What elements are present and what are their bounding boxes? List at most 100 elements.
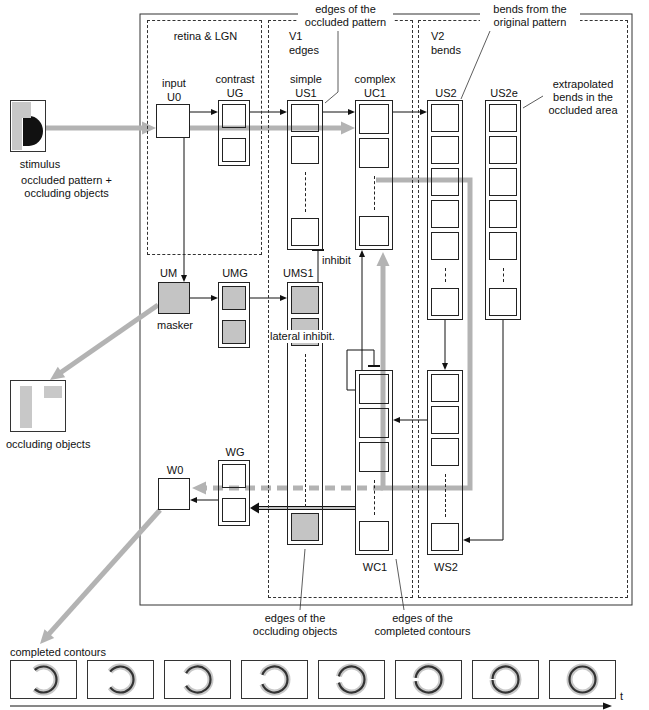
arrow-head <box>142 122 156 135</box>
connector-line <box>362 255 363 370</box>
arrow-head <box>348 109 355 115</box>
unit-cell <box>359 216 389 246</box>
arrow-head <box>420 109 427 115</box>
region-title: V1 <box>289 30 329 43</box>
connector <box>190 295 218 301</box>
region-subtitle: edges <box>289 44 349 57</box>
connector <box>393 417 427 423</box>
callout-text: extrapolated bends in the occluded area <box>545 78 621 117</box>
signal-head <box>341 122 355 135</box>
arrow-head <box>359 250 365 257</box>
layer-column: contrastUG <box>218 100 250 166</box>
leader-line <box>461 31 490 99</box>
unit-cell <box>291 286 319 314</box>
unit-cell <box>222 104 246 128</box>
connector <box>442 320 448 370</box>
unit-cell <box>359 104 389 134</box>
contour-line <box>110 667 133 693</box>
connector <box>40 510 160 644</box>
connector <box>46 122 156 135</box>
signal-head <box>377 252 390 266</box>
connector-line <box>190 112 213 113</box>
signal-path <box>190 126 343 131</box>
signal-path <box>376 180 470 488</box>
unit-cell <box>431 374 459 402</box>
connection-note: lateral inhibit. <box>270 330 344 343</box>
result-sequence: completed contours <box>6 644 620 702</box>
image-caption: occluded pattern + occluding objects <box>4 174 129 200</box>
connector <box>323 109 355 115</box>
inhibition-bar <box>368 365 380 367</box>
stimulus-image: stimulusoccluded pattern + occluding obj… <box>10 100 46 152</box>
layer-name: WC1 <box>355 561 395 574</box>
connector <box>393 109 427 115</box>
leader-line <box>396 559 404 610</box>
layer-column: US2e <box>485 100 521 320</box>
unit-cell <box>291 513 319 541</box>
connector <box>181 138 187 282</box>
brain-area-region: retina & LGNinputU0contrastUG <box>147 20 262 255</box>
connector-line <box>323 112 350 113</box>
time-frame <box>550 661 616 699</box>
signal-head <box>192 482 206 495</box>
layer-name: UMS1 <box>283 267 323 280</box>
time-frame <box>396 661 462 699</box>
time-frame <box>473 661 539 699</box>
connector <box>463 320 503 543</box>
unit-cell <box>489 168 517 196</box>
contour-glow <box>110 667 133 693</box>
unit-cell <box>431 288 459 316</box>
callout-text: edges of the completed contours <box>370 612 475 638</box>
unit-cell <box>489 136 517 164</box>
unit-cell <box>222 138 246 162</box>
callout-text: bends from the original pattern <box>480 3 580 29</box>
leader-line <box>300 549 305 610</box>
contour-line <box>493 667 519 693</box>
layer-role: input <box>149 77 199 90</box>
arrow-head <box>280 295 287 301</box>
connector-line <box>47 510 160 636</box>
contour-glow <box>186 667 210 693</box>
time-frame <box>88 661 154 699</box>
unit-cell <box>431 438 459 466</box>
unit-cell <box>431 200 459 228</box>
occluder-image: occluding objects <box>10 380 66 432</box>
layer-name: UG <box>215 87 255 100</box>
unit-ellipsis <box>305 354 306 507</box>
time-frame <box>165 661 231 699</box>
layer-column: complexUC1 <box>355 100 393 250</box>
connector-line <box>190 298 213 299</box>
connector <box>50 305 158 380</box>
occluder <box>12 102 22 150</box>
image-caption: occluding objects <box>6 438 116 451</box>
axis-label: t <box>620 690 632 703</box>
unit-cell <box>359 521 389 551</box>
connector-line <box>318 250 319 282</box>
connector-line <box>445 320 446 365</box>
contour-glow <box>339 667 365 693</box>
layer-role: contrast <box>205 73 265 86</box>
unit-ellipsis <box>445 268 446 282</box>
occluder <box>44 386 62 398</box>
layer-column: UMG <box>218 282 250 348</box>
unit-cell <box>222 464 246 488</box>
unit-cell <box>222 498 246 522</box>
connector-line <box>184 138 185 277</box>
unit-ellipsis <box>374 176 375 210</box>
arrow-head <box>442 363 448 370</box>
image-caption: completed contours <box>10 646 160 659</box>
layer-role: complex <box>345 73 405 86</box>
unit-cell <box>291 104 319 132</box>
unit-ellipsis <box>503 268 504 282</box>
edge-label: inhibit <box>322 254 358 267</box>
arrow-head <box>250 503 259 514</box>
arrow-head <box>181 275 187 282</box>
arrow-head <box>40 629 54 644</box>
unit-cell <box>291 136 319 164</box>
unit-cell <box>359 442 389 472</box>
layer-role: simple <box>276 73 336 86</box>
connector-line <box>468 320 503 540</box>
layer-column: WG <box>218 460 250 526</box>
contour-glow <box>35 667 57 693</box>
